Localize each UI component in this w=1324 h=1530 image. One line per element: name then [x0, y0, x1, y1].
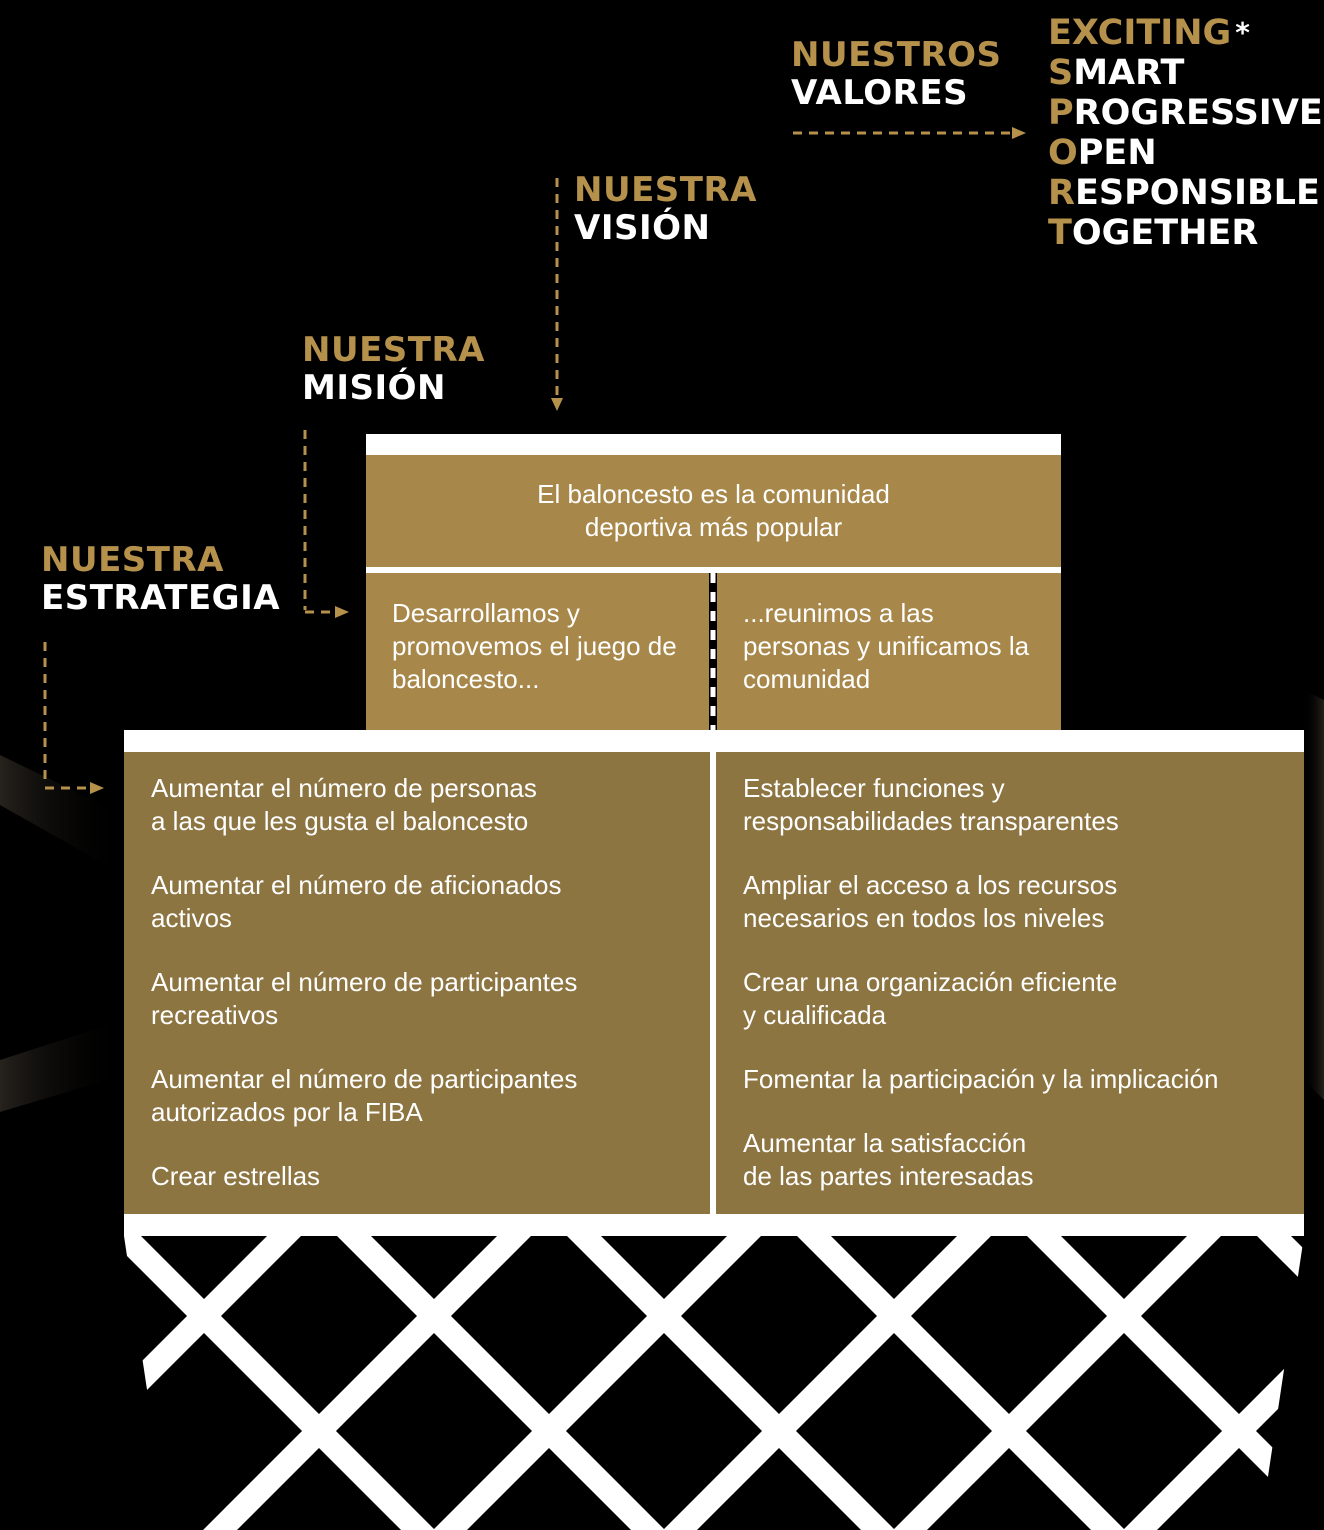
- strategy-left-box: Aumentar el número de personas a las que…: [124, 752, 710, 1214]
- strategy-item-line: a las que les gusta el baloncesto: [151, 806, 529, 836]
- values-item: PROGRESSIVE: [1048, 93, 1323, 133]
- values-item: SMART: [1048, 53, 1323, 93]
- vision-text: El baloncesto es la comunidad deportiva …: [537, 479, 890, 542]
- strategy-divider: [710, 752, 716, 1214]
- net-strand: [285, 1236, 693, 1530]
- values-item: TOGETHER: [1048, 213, 1323, 253]
- strategy-item-line: Aumentar el número de participantes: [151, 967, 578, 997]
- values-item: OPEN: [1048, 133, 1323, 173]
- mission-heading-line2: MISIÓN: [302, 368, 446, 408]
- strategy-item-line: Ampliar el acceso a los recursos: [743, 870, 1118, 900]
- vision-bottom-bar: [366, 567, 1061, 573]
- mission-heading: NUESTRA MISIÓN: [302, 331, 485, 407]
- background-band-left: [0, 755, 124, 875]
- strategy-item-line: autorizados por la FIBA: [151, 1097, 423, 1127]
- strategy-item-line: Establecer funciones y: [743, 773, 1005, 803]
- net-strand: [865, 1236, 1273, 1530]
- values-arrowhead: [1012, 127, 1026, 139]
- values-item-exciting: EXCITING*: [1048, 13, 1323, 53]
- mission-divider: [709, 573, 717, 730]
- strategy-top-bar: [124, 730, 1304, 752]
- values-heading: NUESTROS VALORES: [791, 36, 1002, 112]
- net-strand: [175, 1236, 583, 1530]
- values-item-initial: O: [1048, 133, 1078, 173]
- net-strand: [1205, 1236, 1304, 1530]
- strategy-item-line: Crear una organización eficiente: [743, 967, 1118, 997]
- values-item-rest: ROGRESSIVE: [1073, 93, 1323, 133]
- strategy-item-line: responsabilidades transparentes: [743, 806, 1119, 836]
- list-item: Crear una organización eficiente y cuali…: [743, 966, 1218, 1032]
- mission-arrowhead: [335, 606, 349, 618]
- values-item-rest: OGETHER: [1071, 213, 1259, 253]
- net-strand: [975, 1236, 1304, 1530]
- values-asterisk: *: [1235, 16, 1250, 49]
- values-exciting-label: EXCITING: [1048, 13, 1232, 53]
- mission-heading-line1: NUESTRA: [302, 330, 485, 370]
- vision-arrowhead: [551, 398, 563, 411]
- list-item: Aumentar el número de participantes recr…: [151, 966, 577, 1032]
- strategy-right-box: Establecer funciones y responsabilidades…: [716, 752, 1304, 1214]
- values-item-initial: T: [1048, 213, 1072, 253]
- vision-heading-line2: VISIÓN: [574, 208, 711, 248]
- net-strand: [124, 1236, 353, 1530]
- values-item-initial: R: [1048, 173, 1075, 213]
- values-heading-line2: VALORES: [791, 73, 969, 113]
- list-item: Ampliar el acceso a los recursos necesar…: [743, 869, 1218, 935]
- list-item: Establecer funciones y responsabilidades…: [743, 772, 1218, 838]
- strategy-arrowhead: [90, 782, 104, 794]
- mission-left-box: Desarrollamos y promovemos el juego de b…: [366, 573, 709, 730]
- strategy-item-line: y cualificada: [743, 1000, 887, 1030]
- list-item: Aumentar la satisfacción de las partes i…: [743, 1127, 1218, 1193]
- mission-left-text: Desarrollamos y promovemos el juego de b…: [392, 598, 677, 694]
- values-item-rest: ESPONSIBLE: [1074, 173, 1320, 213]
- strategy-left-list: Aumentar el número de personas a las que…: [151, 772, 577, 1224]
- list-item: Crear estrellas: [151, 1160, 577, 1193]
- basketball-net-graphic: [124, 1236, 1304, 1530]
- vision-heading-line1: NUESTRA: [574, 170, 757, 210]
- strategy-bottom-bar: [124, 1214, 1304, 1236]
- values-heading-line1: NUESTROS: [791, 35, 1002, 75]
- net-strand: [124, 1236, 463, 1530]
- net-strand: [515, 1236, 923, 1530]
- net-strand: [745, 1236, 1153, 1530]
- list-item: Aumentar el número de aficionados activo…: [151, 869, 577, 935]
- strategy-item-line: Aumentar el número de aficionados: [151, 870, 562, 900]
- strategy-item-line: necesarios en todos los niveles: [743, 903, 1105, 933]
- values-item-initial: S: [1048, 53, 1074, 93]
- list-item: Aumentar el número de participantes auto…: [151, 1063, 577, 1129]
- vision-box: El baloncesto es la comunidad deportiva …: [366, 455, 1061, 567]
- list-item: Fomentar la participación y la implicaci…: [743, 1063, 1218, 1096]
- background-band-right: [1304, 690, 1324, 1100]
- mission-right-box: ...reunimos a las personas y unificamos …: [717, 573, 1061, 730]
- vision-heading: NUESTRA VISIÓN: [574, 171, 757, 247]
- values-item-rest: PEN: [1077, 133, 1157, 173]
- mission-right-text: ...reunimos a las personas y unificamos …: [743, 598, 1030, 694]
- strategy-item-line: Aumentar el número de personas: [151, 773, 537, 803]
- strategy-heading-line2: ESTRATEGIA: [41, 578, 281, 618]
- net-strand: [1095, 1236, 1304, 1530]
- strategy-heading: NUESTRA ESTRATEGIA: [41, 541, 280, 617]
- values-item-rest: MART: [1073, 53, 1185, 93]
- strategy-heading-line1: NUESTRA: [41, 540, 224, 580]
- strategy-right-list: Establecer funciones y responsabilidades…: [743, 772, 1218, 1224]
- mission-divider-dashes: [710, 573, 716, 730]
- strategy-item-line: de las partes interesadas: [743, 1161, 1034, 1191]
- strategy-item-line: recreativos: [151, 1000, 279, 1030]
- values-list: EXCITING* SMART PROGRESSIVE OPEN RESPONS…: [1048, 13, 1323, 253]
- list-item: Aumentar el número de personas a las que…: [151, 772, 577, 838]
- vision-top-bar: [366, 434, 1061, 455]
- strategy-item-line: Aumentar el número de participantes: [151, 1064, 578, 1094]
- strategy-item-line: Crear estrellas: [151, 1161, 321, 1191]
- strategy-item-line: Aumentar la satisfacción: [743, 1128, 1027, 1158]
- net-strand: [405, 1236, 813, 1530]
- strategy-item-line: activos: [151, 903, 232, 933]
- values-item-initial: P: [1048, 93, 1074, 133]
- values-item: RESPONSIBLE: [1048, 173, 1323, 213]
- net-strand: [635, 1236, 1043, 1530]
- strategy-item-line: Fomentar la participación y la implicaci…: [743, 1064, 1219, 1094]
- background-band-left-lower: [0, 1020, 124, 1112]
